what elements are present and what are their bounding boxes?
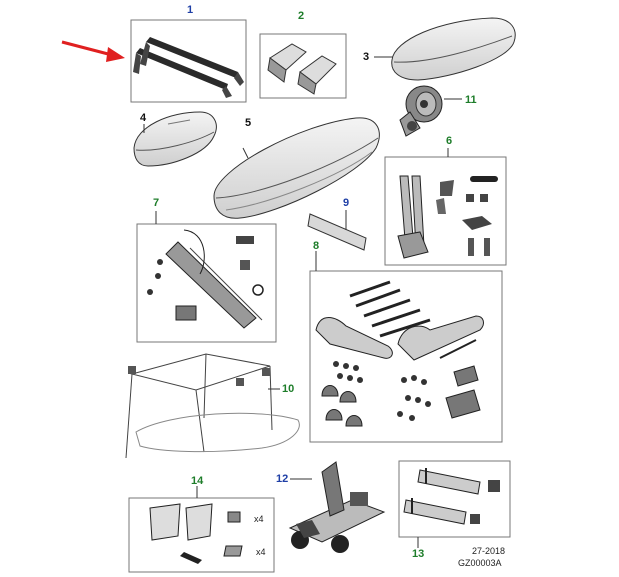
- roof-box-icon: [391, 17, 516, 81]
- towbar-bike-carrier-icon: [288, 461, 386, 553]
- quantity-label: x4: [256, 547, 266, 557]
- reference-code: GZ00003A: [458, 558, 502, 568]
- wheel-reel-icon: [399, 85, 443, 137]
- roof-box-icon: [133, 111, 217, 167]
- callout-4: 4: [140, 112, 147, 124]
- quantity-label: x4: [254, 514, 264, 524]
- bike-carrier-icon: [384, 156, 507, 266]
- roof-box-icon: [213, 117, 380, 219]
- red-arrow-icon: [61, 40, 125, 62]
- callout-13: 13: [412, 548, 425, 560]
- callout-14: 14: [191, 475, 204, 487]
- callout-11: 11: [465, 94, 477, 106]
- rail-kit-icon: [309, 270, 503, 443]
- load-bar-icon: [307, 213, 367, 251]
- clamp-brackets-icon: [259, 33, 347, 99]
- callout-1: 1: [187, 4, 194, 16]
- callout-5: 5: [245, 117, 252, 129]
- callout-9: 9: [343, 197, 350, 209]
- callout-3: 3: [363, 51, 370, 63]
- load-stops-icon: [128, 497, 275, 573]
- callout-10: 10: [282, 383, 295, 395]
- ski-carrier-icon: [136, 223, 277, 343]
- ceiling-hoist-icon: [125, 353, 300, 459]
- callout-12: 12: [276, 473, 289, 485]
- callout-8: 8: [313, 240, 320, 252]
- callout-6: 6: [446, 135, 453, 147]
- reference-date: 27-2018: [472, 546, 506, 556]
- ski-carrier-icon: [398, 460, 511, 538]
- callout-2: 2: [298, 10, 305, 22]
- callout-7: 7: [153, 197, 160, 209]
- roof-bars-icon: [130, 19, 247, 103]
